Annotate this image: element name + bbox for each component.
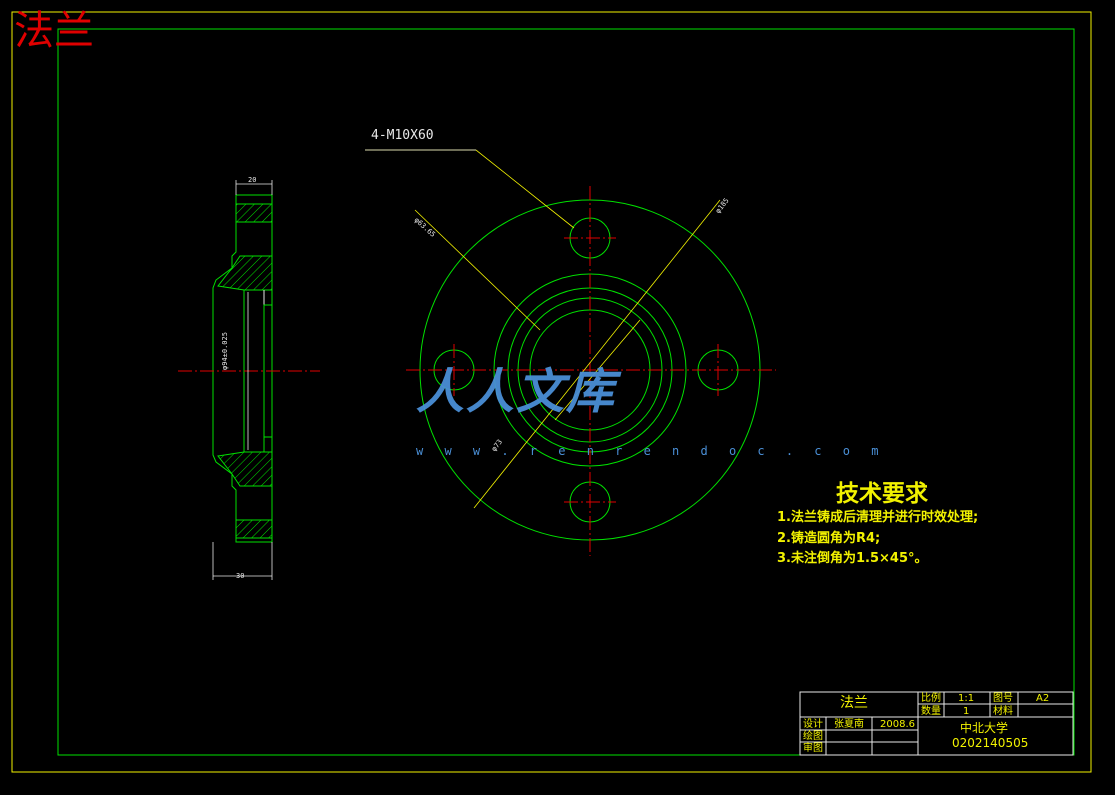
section-view xyxy=(212,194,273,543)
hole-callout-label: 4-M10X60 xyxy=(371,128,434,143)
hatch-upper-hub xyxy=(217,255,273,291)
hole-leader xyxy=(365,149,575,229)
watermark-url: w w w . r e n r e n d o c . c o m xyxy=(416,444,886,458)
tb-drawer-label: 绘图 xyxy=(803,731,823,742)
tb-reviewer-label: 审图 xyxy=(803,743,823,754)
tb-school: 中北大学 xyxy=(960,721,1009,735)
outer-frame xyxy=(11,11,1092,773)
tb-drawing-no-label: 图号 xyxy=(993,693,1013,704)
tb-designer-name: 张夏南 xyxy=(834,719,864,730)
tb-material-label: 材料 xyxy=(993,706,1013,717)
title-block-lines xyxy=(799,691,1074,756)
tb-student-id: 0202140505 xyxy=(952,736,1029,750)
tb-quantity-value: 1 xyxy=(963,706,970,717)
tb-scale-value: 1:1 xyxy=(958,693,975,704)
hatch-lower-ring xyxy=(235,519,273,539)
tb-drawing-no-value: A2 xyxy=(1036,693,1050,704)
tech-req-item: 1.法兰铸成后清理并进行时效处理; xyxy=(777,510,979,525)
tb-scale-label: 比例 xyxy=(921,693,941,704)
dim-top-width: 20 xyxy=(248,176,257,184)
hatch-upper-ring xyxy=(235,203,273,223)
dim-bore: φ94±0.025 xyxy=(221,332,229,370)
watermark-logo: 人人文库 xyxy=(416,364,617,420)
tech-req-item: 2.铸造圆角为R4; xyxy=(777,531,881,546)
dim-bottom-width: 30 xyxy=(236,572,245,580)
tb-designer-label: 设计 xyxy=(803,719,823,730)
tech-req-item: 3.未注倒角为1.5×45°。 xyxy=(777,551,928,566)
tb-part-name: 法兰 xyxy=(840,695,868,711)
inner-frame xyxy=(57,28,1075,756)
tb-design-date: 2008.6 xyxy=(880,719,915,730)
tb-quantity-label: 数量 xyxy=(921,706,941,717)
drawing-title: 法兰 xyxy=(14,8,94,54)
tech-req-title: 技术要求 xyxy=(836,481,928,507)
hatch-lower-hub xyxy=(217,451,273,487)
